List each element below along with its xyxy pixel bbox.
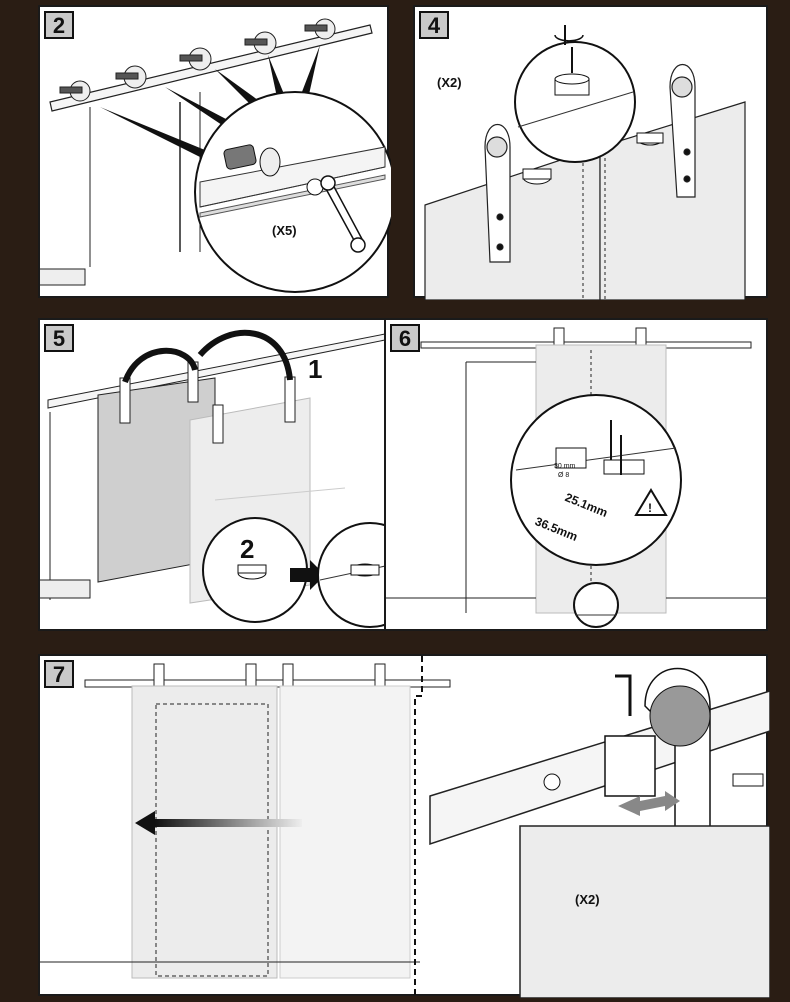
step-5-panel: 5 1 2 xyxy=(38,318,391,631)
door-slide-illustration xyxy=(40,656,770,998)
slide-left-arrow-icon xyxy=(135,811,302,835)
quantity-label: (X2) xyxy=(575,892,600,907)
drill-diameter-label: Ø 8 xyxy=(558,472,570,479)
allen-key-icon xyxy=(615,674,632,716)
step-7-panel: 7 xyxy=(38,654,770,998)
quantity-label: (X5) xyxy=(272,223,297,238)
svg-text:!: ! xyxy=(648,501,652,515)
rail-bolt-illustration xyxy=(40,18,391,293)
step-number-badge: 5 xyxy=(44,324,74,352)
hanger-left xyxy=(484,123,511,263)
wrench-icon xyxy=(320,175,366,253)
step-4-panel: 4 (X2) xyxy=(413,5,768,300)
step-number-badge: 7 xyxy=(44,660,74,688)
drill-depth-label: 30 mm xyxy=(554,463,576,470)
sub-step-1-label: 1 xyxy=(308,354,323,384)
stopper-install-illustration xyxy=(424,25,746,300)
step-number-badge: 2 xyxy=(44,11,74,39)
step-2-panel: 2 xyxy=(38,5,391,298)
step-number-badge: 6 xyxy=(390,324,420,352)
right-arrow-icon xyxy=(290,560,325,590)
hanger-right xyxy=(669,63,696,198)
warning-triangle-icon: ! xyxy=(634,488,668,516)
step-number-badge: 4 xyxy=(419,11,449,39)
rotate-arrow-icon xyxy=(554,34,584,42)
floor-guide-illustration: ! xyxy=(386,327,770,628)
bolt-set xyxy=(59,18,336,102)
sub-step-2-label: 2 xyxy=(240,534,255,564)
door-hang-illustration xyxy=(40,329,391,628)
step-6-panel: 6 ! 30 mm Ø 8 25.1mm 36.5mm xyxy=(384,318,770,631)
quantity-label: (X2) xyxy=(437,75,462,90)
